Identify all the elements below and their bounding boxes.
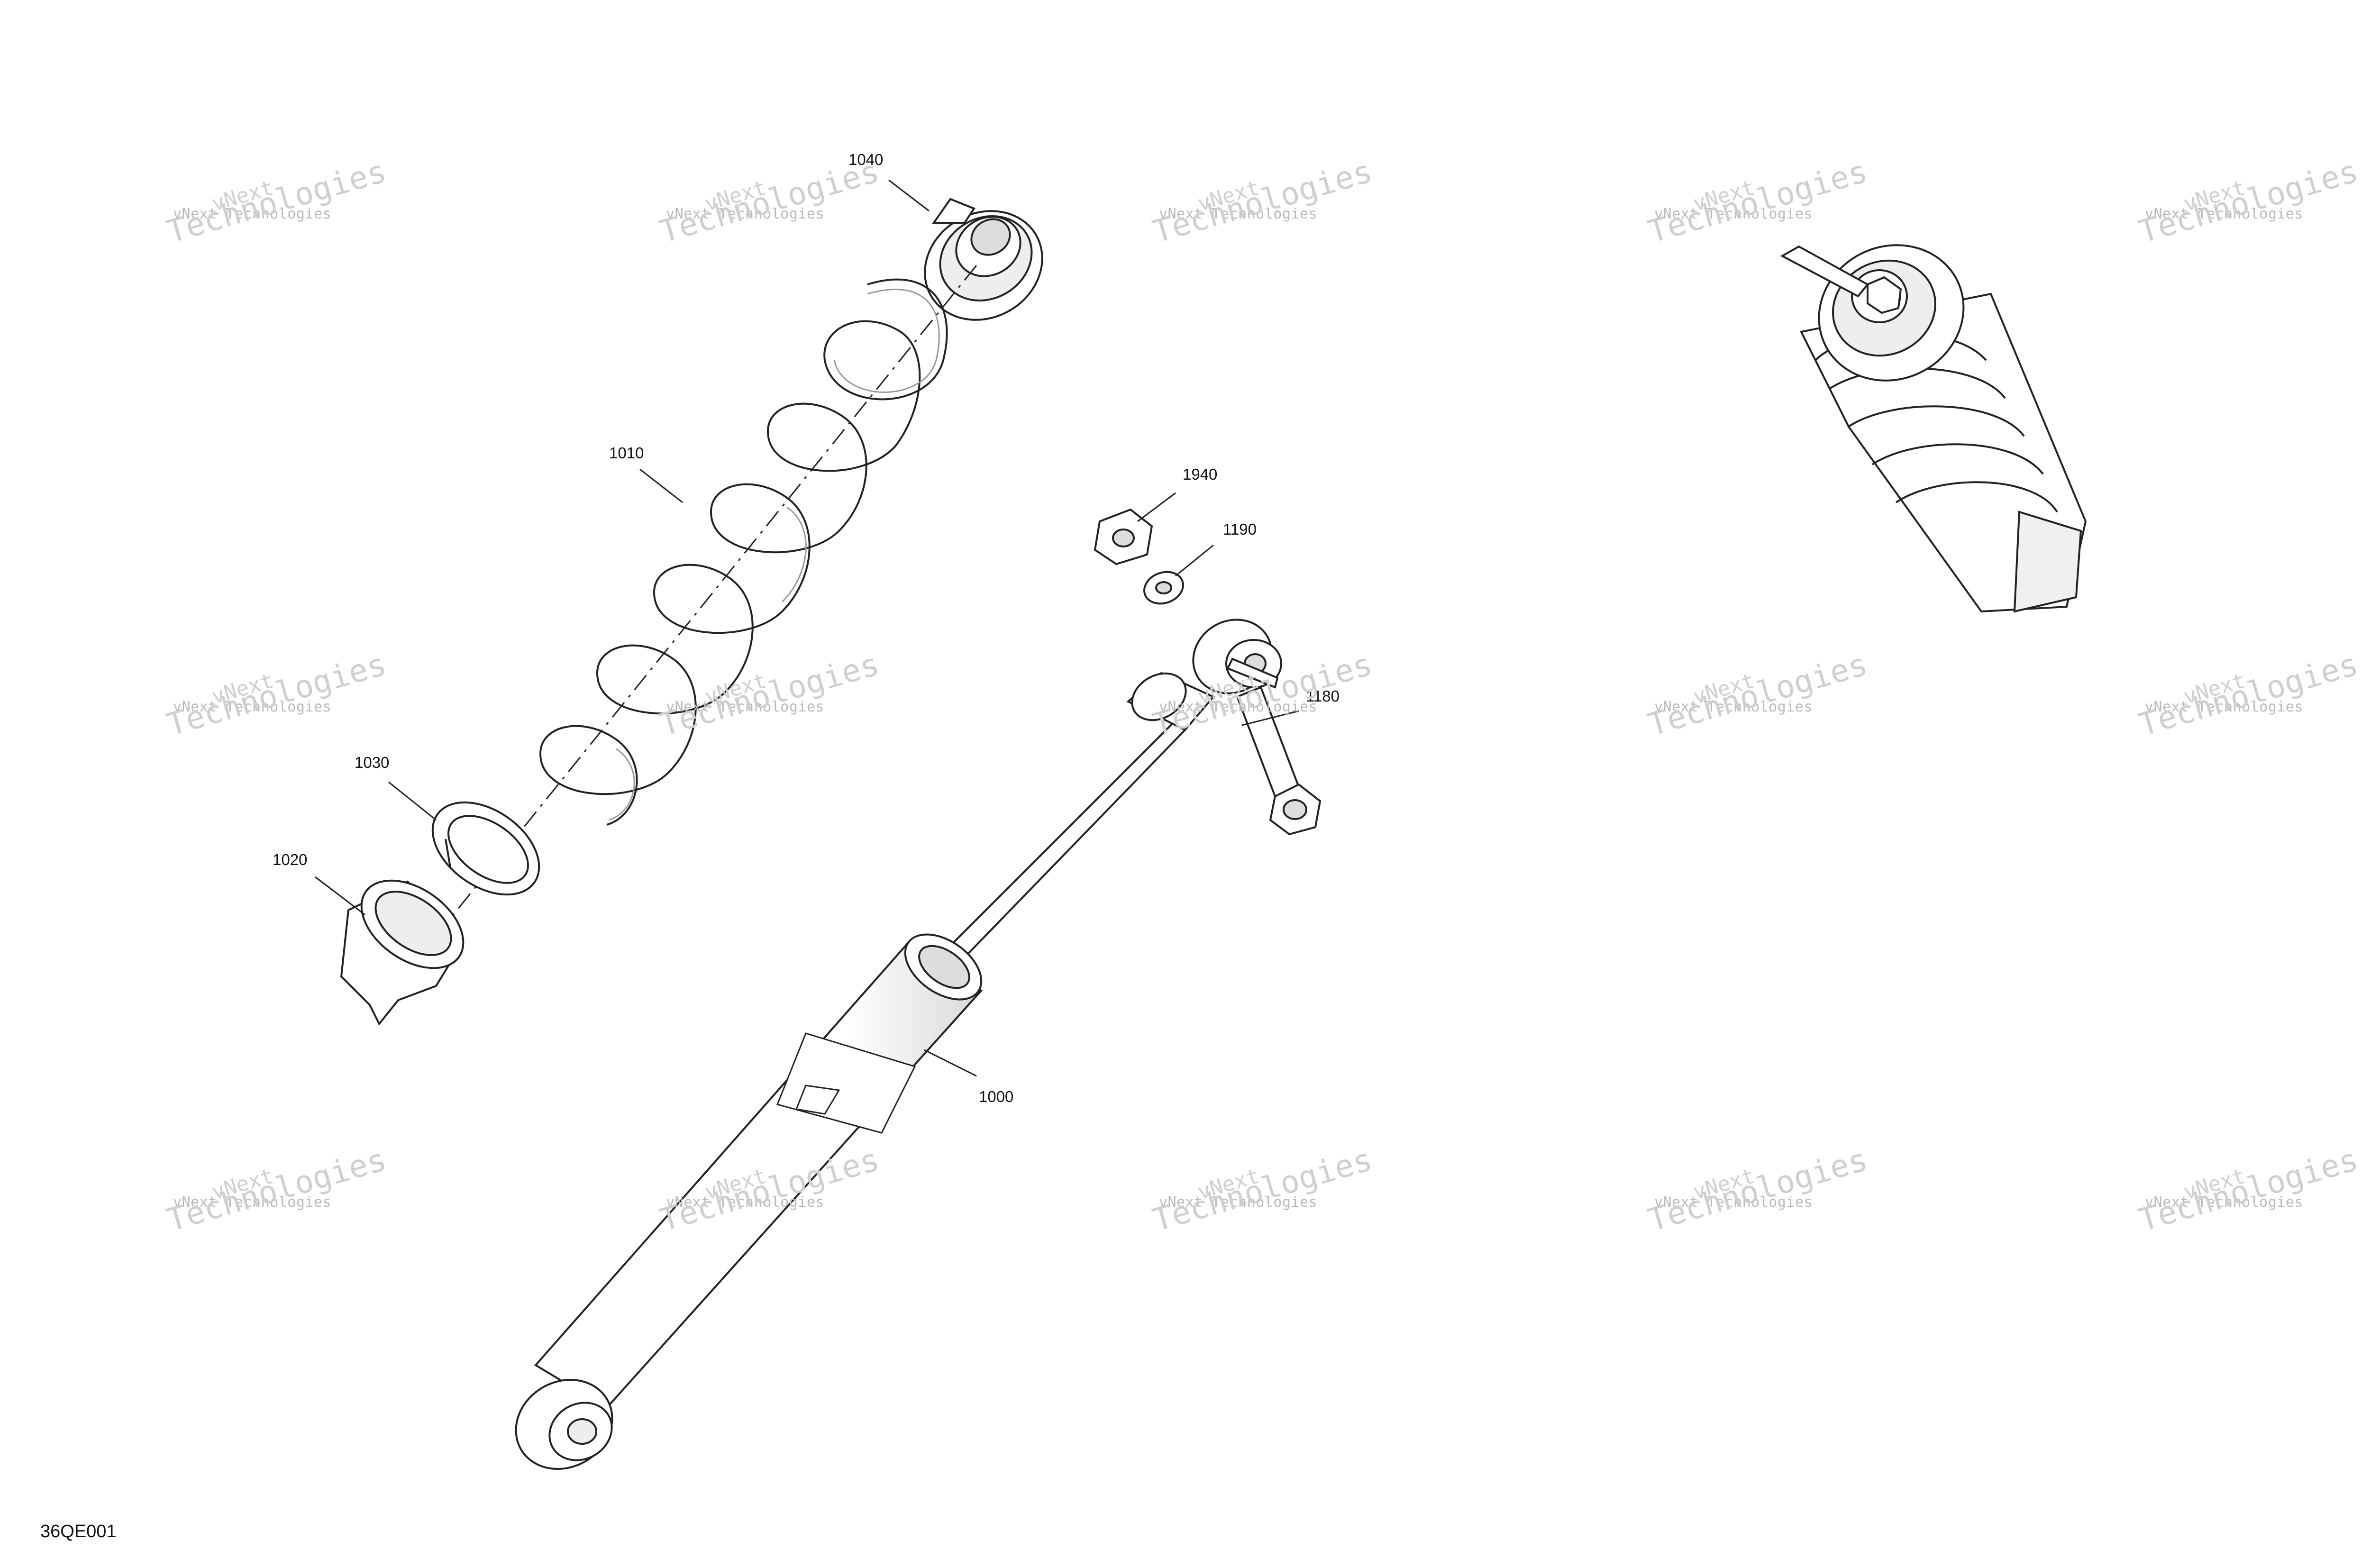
coil-spring-1010	[445, 265, 977, 925]
callout-1180: 1180	[1306, 687, 1340, 705]
callout-1030: 1030	[355, 754, 390, 771]
spring-ring-1030	[431, 801, 540, 896]
shock-absorber-1000	[515, 619, 1282, 1470]
bolt-1180	[1226, 657, 1322, 836]
nut-1940	[1094, 508, 1153, 565]
callout-1010: 1010	[609, 444, 644, 462]
callout-1020: 1020	[273, 851, 308, 868]
callout-1190: 1190	[1223, 520, 1257, 538]
leader-lines	[315, 179, 1299, 1077]
washer-1190	[1143, 571, 1184, 605]
callout-1940: 1940	[1183, 465, 1218, 483]
adjuster-collar-1020	[340, 879, 465, 1026]
callout-1040: 1040	[848, 151, 884, 168]
assembled-shock-view	[1780, 244, 2087, 613]
upper-spring-retainer-1040	[924, 198, 1043, 321]
callout-1000: 1000	[979, 1088, 1014, 1105]
figure-code: 36QE001	[40, 1522, 117, 1541]
